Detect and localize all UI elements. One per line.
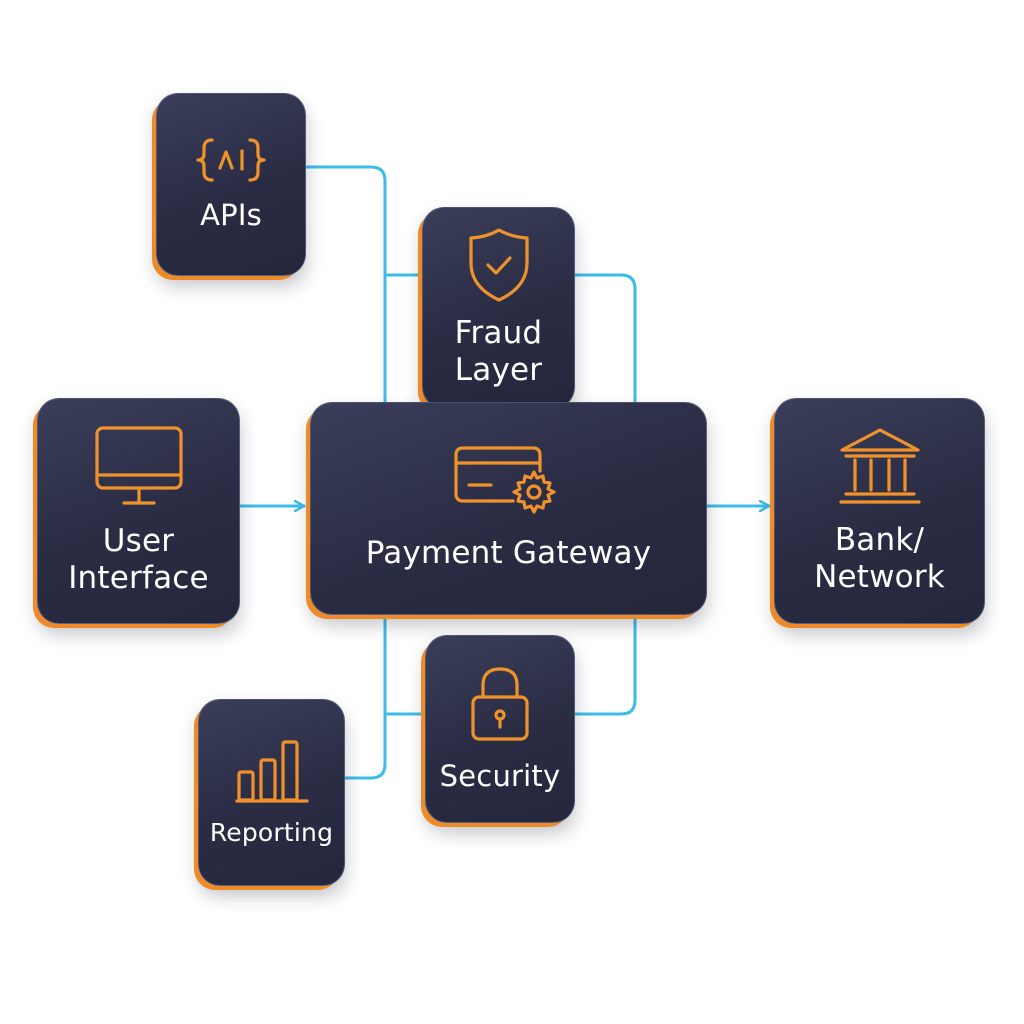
- fraud-layer-label-line2: Layer: [454, 352, 543, 388]
- credit-card-gear-icon: [453, 446, 556, 514]
- bank-network-label: Bank/ Network: [814, 522, 945, 596]
- bank-network-node[interactable]: Bank/ Network: [774, 398, 985, 624]
- bank-network-label-line2: Network: [814, 559, 945, 595]
- fraud-layer-label-line1: Fraud: [454, 314, 543, 351]
- security-node[interactable]: Security: [425, 635, 575, 823]
- code-braces-icon: [196, 138, 266, 182]
- fraud-layer-label: Fraud Layer: [455, 315, 543, 389]
- reporting-label: Reporting: [209, 817, 334, 847]
- connector-spine-to-reporting: [343, 712, 387, 780]
- bank-building-icon: [838, 428, 921, 504]
- payment-gateway-node[interactable]: Payment Gateway: [310, 402, 707, 615]
- padlock-icon: [471, 666, 529, 741]
- shield-check-icon: [468, 228, 529, 302]
- bar-chart-icon: [234, 739, 309, 803]
- user-interface-label: User Interface: [68, 523, 209, 597]
- fraud-layer-node[interactable]: Fraud Layer: [422, 207, 575, 409]
- connector-fraud-layer-to-gateway: [573, 273, 637, 406]
- connector-gateway-to-security: [383, 613, 427, 716]
- payment-gateway-label: Payment Gateway: [365, 534, 652, 571]
- user-interface-node[interactable]: User Interface: [37, 398, 240, 624]
- user-interface-label-line2: Interface: [68, 560, 209, 596]
- monitor-icon: [94, 426, 183, 505]
- connector-security-to-gateway: [573, 613, 637, 716]
- security-label: Security: [439, 758, 561, 793]
- user-interface-label-line1: User: [102, 522, 175, 559]
- apis-node[interactable]: APIs: [156, 93, 306, 276]
- reporting-node[interactable]: Reporting: [198, 699, 345, 886]
- bank-network-label-line1: Bank/: [834, 521, 925, 558]
- apis-label: APIs: [200, 198, 262, 233]
- connector-apis-to-gateway: [304, 165, 387, 406]
